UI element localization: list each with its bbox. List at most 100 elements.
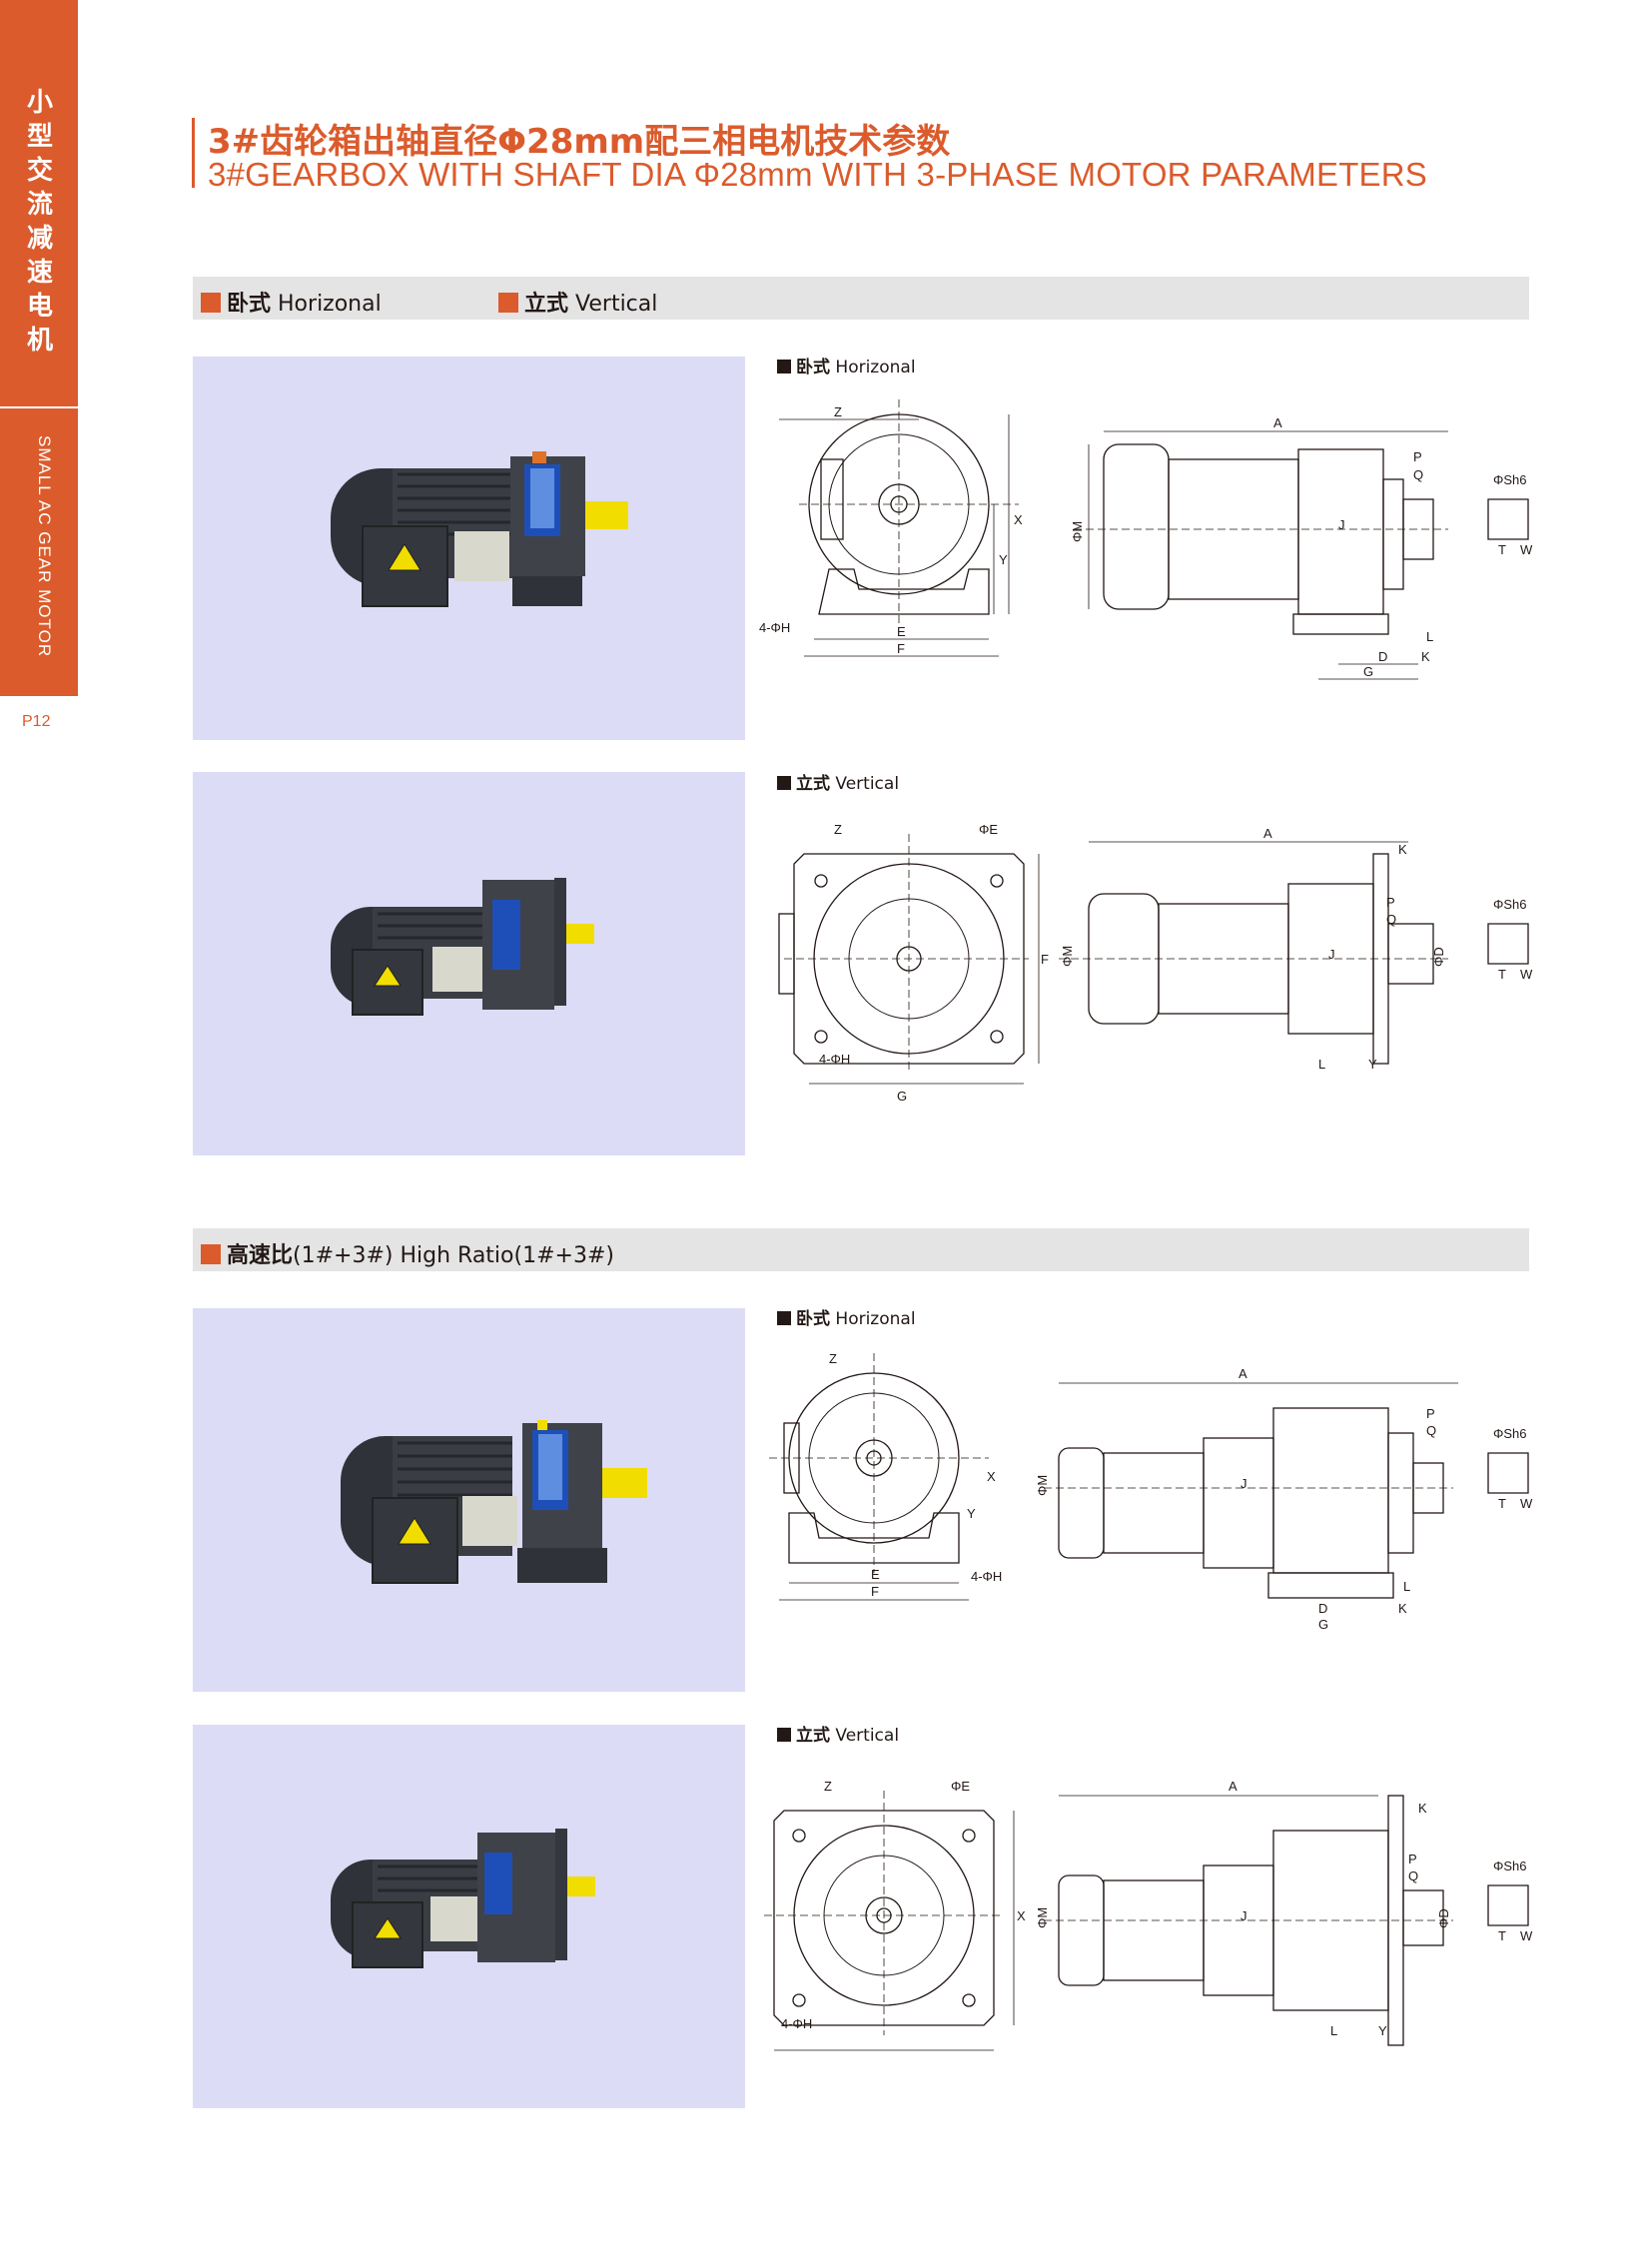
square-bullet-icon [777, 360, 791, 374]
page-title-cn: 3#齿轮箱出轴直径Φ28mm配三相电机技术参数 [208, 122, 951, 162]
drawing-high-ratio-horizontal: Z X Y E F 4-ΦH A ΦM D G K L P Q J ΦSh6 T… [769, 1353, 1533, 1632]
dim-s: ΦSh6 [1493, 472, 1527, 487]
dim-l: L [1318, 1057, 1325, 1072]
dim-q: Q [1426, 1423, 1436, 1438]
dim-phi-e: ΦE [979, 822, 998, 837]
drawing-label-high-ratio-vertical: 立式 Vertical [777, 1721, 899, 1746]
dim-h: 4-ΦH [819, 1052, 850, 1067]
dim-d: D [1378, 649, 1387, 664]
flange-front-outline [773, 1810, 995, 2026]
side-tab [0, 0, 78, 696]
dim-w: W [1520, 1496, 1533, 1511]
dim-k: K [1418, 1801, 1427, 1816]
drawing-label-horizontal: 卧式 Horizonal [777, 353, 916, 377]
dim-x: X [1017, 1908, 1026, 1923]
dim-z: Z [824, 1779, 832, 1794]
dim-j: J [1240, 1908, 1247, 1923]
product-photo-high-ratio-vertical [193, 1725, 745, 2108]
dim-f: F [1041, 952, 1049, 967]
product-photo-vertical [193, 772, 745, 1155]
dim-s: ΦSh6 [1493, 897, 1527, 912]
dim-y: Y [999, 552, 1008, 567]
dim-z: Z [834, 404, 842, 419]
horizontal-mount-label: 卧式 Horizonal [201, 286, 382, 318]
dim-j: J [1328, 947, 1335, 962]
drawing-vertical: Z ΦE F G 4-ΦH A ΦM K P Q J L Y ΦD ΦSh6 T… [778, 822, 1533, 1104]
drawing-label-vertical: 立式 Vertical [777, 769, 899, 794]
square-bullet-icon [201, 1244, 221, 1264]
gearbox-front-outline [788, 1372, 960, 1544]
dim-w: W [1520, 967, 1533, 982]
dim-h: 4-ΦH [759, 620, 790, 635]
dim-h: 4-ΦH [971, 1569, 1002, 1584]
dim-phi-d: ΦD [1436, 1908, 1451, 1928]
dim-w: W [1520, 542, 1533, 557]
square-bullet-icon [498, 293, 518, 313]
square-bullet-icon [777, 1311, 791, 1325]
dim-e: E [897, 624, 906, 639]
page-number: P12 [22, 713, 51, 730]
square-bullet-icon [201, 293, 221, 313]
dim-t: T [1498, 1496, 1506, 1511]
dim-m: ΦM [1035, 1907, 1050, 1928]
dim-k: K [1398, 842, 1407, 857]
dim-x: X [987, 1469, 996, 1484]
dim-e: E [871, 1567, 880, 1582]
dim-q: Q [1386, 912, 1396, 927]
page-title-en: 3#GEARBOX WITH SHAFT DIA Φ28mm WITH 3-PH… [208, 156, 1428, 193]
square-bullet-icon [777, 1728, 791, 1742]
dim-y: Y [967, 1506, 976, 1521]
dim-m: ΦM [1060, 946, 1075, 967]
dim-y: Y [1368, 1057, 1377, 1072]
drawing-horizontal: Z X Y E F 4-ΦH A ΦM D G K L P Q J ΦSh6 T… [759, 399, 1533, 680]
drawing-label-high-ratio-horizontal: 卧式 Horizonal [777, 1304, 916, 1329]
dim-s: ΦSh6 [1493, 1859, 1527, 1873]
drawing-high-ratio-vertical: Z ΦE X G 4-ΦH A ΦM K P Q J L Y ΦD ΦSh6 T… [764, 1779, 1533, 2055]
dim-j: J [1240, 1476, 1247, 1491]
dim-g: G [897, 1089, 907, 1104]
dim-a: A [1263, 826, 1272, 841]
dim-g: G [871, 2053, 881, 2055]
gear-motor-vertical-image [331, 878, 594, 1016]
dim-z: Z [834, 822, 842, 837]
dim-d: D [1318, 1601, 1327, 1616]
dim-a: A [1273, 415, 1282, 430]
dim-f: F [897, 641, 905, 656]
high-ratio-label: 高速比(1#+3#) High Ratio(1#+3#) [201, 1237, 614, 1269]
dim-p: P [1426, 1406, 1435, 1421]
gear-motor-high-ratio-horizontal-image [341, 1420, 647, 1584]
dim-p: P [1413, 449, 1422, 464]
dim-p: P [1408, 1852, 1417, 1867]
dim-p: P [1386, 895, 1395, 910]
dim-k: K [1421, 649, 1430, 664]
section-bar-mounting: 卧式 Horizonal 立式 Vertical [193, 277, 1529, 320]
dim-q: Q [1413, 467, 1423, 482]
dim-g: G [1318, 1617, 1328, 1632]
section-bar-high-ratio: 高速比(1#+3#) High Ratio(1#+3#) [193, 1228, 1529, 1271]
gear-motor-horizontal-image [331, 451, 628, 607]
dim-f: F [871, 1584, 879, 1599]
side-category-title-en: SMALL AC GEAR MOTOR [35, 435, 54, 658]
side-divider [0, 406, 78, 408]
product-photo-horizontal [193, 357, 745, 740]
square-bullet-icon [777, 776, 791, 790]
vertical-mount-label: 立式 Vertical [498, 286, 657, 318]
dim-h: 4-ΦH [781, 2016, 812, 2031]
dim-q: Q [1408, 1868, 1418, 1883]
dim-j: J [1338, 517, 1345, 532]
dim-phi-e: ΦE [951, 1779, 970, 1794]
dim-t: T [1498, 542, 1506, 557]
side-category-title: 小型交流减速电机 [26, 88, 53, 356]
dim-l: L [1330, 2023, 1337, 2038]
dim-phi-d: ΦD [1431, 947, 1446, 967]
gear-motor-high-ratio-vertical-image [331, 1829, 595, 1968]
dim-a: A [1239, 1366, 1247, 1381]
product-photo-high-ratio-horizontal [193, 1308, 745, 1692]
dim-m: ΦM [1035, 1475, 1050, 1496]
dim-a: A [1229, 1779, 1238, 1794]
dim-y: Y [1378, 2023, 1387, 2038]
dim-s: ΦSh6 [1493, 1426, 1527, 1441]
dim-x: X [1014, 512, 1023, 527]
dim-z: Z [829, 1353, 837, 1366]
dim-g: G [1363, 664, 1373, 679]
